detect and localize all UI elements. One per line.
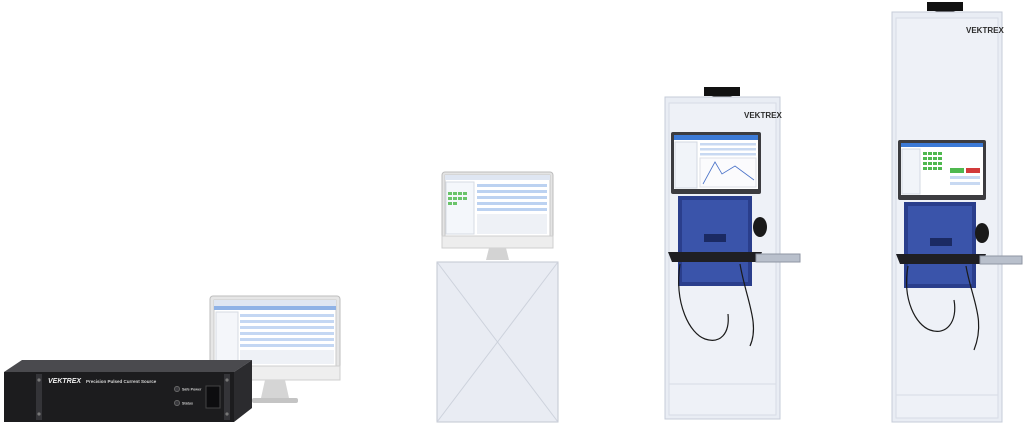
desktop-monitor bbox=[209, 295, 341, 403]
rack-led-label-status: Status bbox=[182, 402, 193, 406]
pedestal-system-graphic bbox=[436, 171, 559, 423]
cabinet-small-graphic bbox=[664, 87, 801, 420]
cabinet-large-graphic bbox=[891, 2, 1023, 423]
rack-model-label: Precision Pulsed Current Source bbox=[86, 379, 157, 384]
cabinet-small-brand: VEKTREX bbox=[744, 111, 782, 120]
pulsed-current-source-rack bbox=[4, 360, 252, 422]
monitor-on-pedestal bbox=[432, 168, 562, 426]
rack-system-with-monitor: VEKTREX Precision Pulsed Current Source … bbox=[0, 290, 345, 430]
cabinet-large: VEKTREX bbox=[888, 0, 1024, 424]
rack-system-graphic: VEKTREX Precision Pulsed Current Source … bbox=[4, 295, 341, 422]
rack-led-label-safe-power: Safe Power bbox=[182, 388, 202, 392]
cabinet-small: VEKTREX bbox=[660, 84, 810, 424]
cabinet-large-brand: VEKTREX bbox=[966, 26, 1004, 35]
rack-brand-label: VEKTREX bbox=[48, 378, 82, 385]
